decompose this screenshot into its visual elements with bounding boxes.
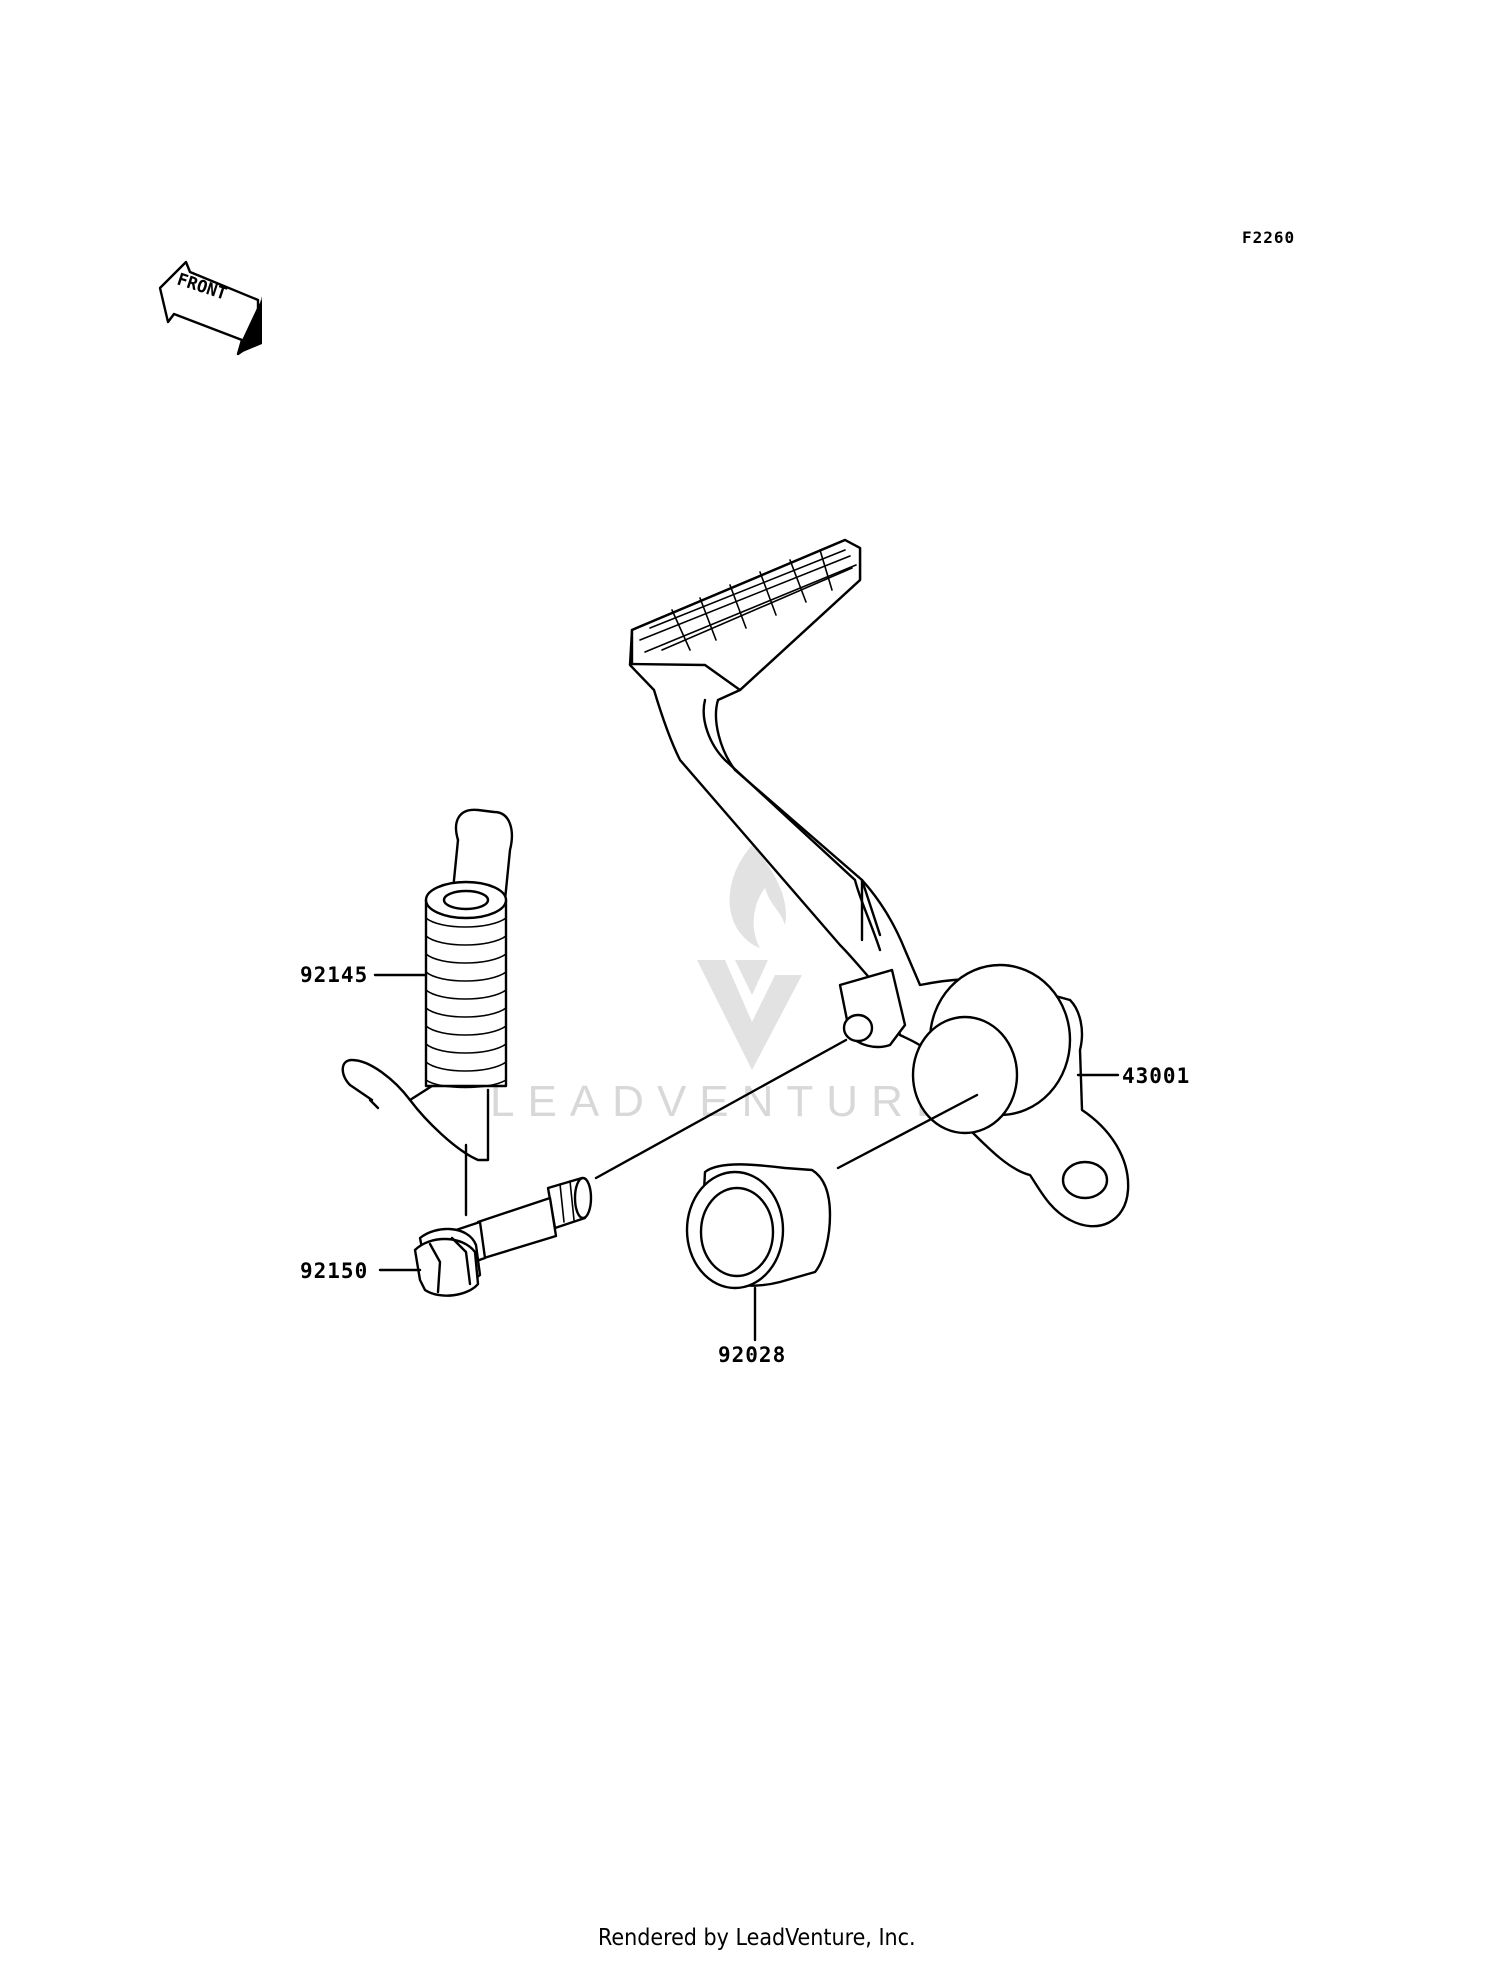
footer-credit: Rendered by LeadVenture, Inc.: [598, 1925, 916, 1951]
pivot-bolt: [413, 1176, 593, 1297]
callout-92150[interactable]: 92150: [300, 1259, 422, 1283]
callout-92145[interactable]: 92145: [300, 963, 428, 987]
part-number-92145: 92145: [300, 963, 368, 987]
part-number-92150: 92150: [300, 1259, 368, 1283]
part-number-92028: 92028: [718, 1343, 786, 1367]
part-number-43001: 43001: [1122, 1064, 1190, 1088]
figure-code: F2260: [1242, 228, 1295, 247]
explode-lines: [464, 1038, 979, 1217]
leadventure-watermark: LEADVENTURE: [490, 845, 958, 1126]
callout-43001[interactable]: 43001: [1076, 1064, 1190, 1088]
front-arrow-icon: FRONT: [158, 260, 262, 356]
front-label: FRONT: [174, 270, 229, 305]
callout-92028[interactable]: 92028: [718, 1286, 786, 1367]
watermark-text: LEADVENTURE: [490, 1077, 958, 1126]
brake-pedal: [628, 538, 1130, 1228]
bushing: [685, 1163, 832, 1290]
return-spring: [341, 808, 514, 1162]
